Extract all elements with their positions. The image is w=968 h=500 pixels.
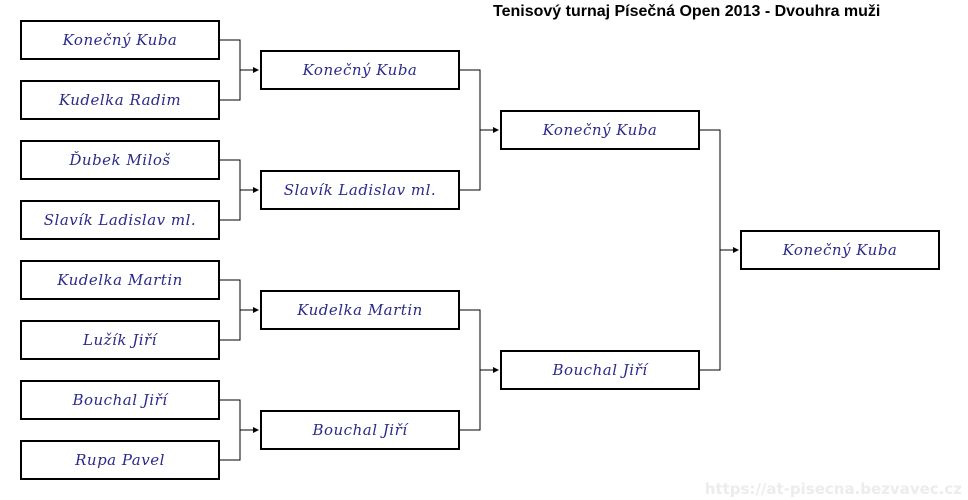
connector-r1-m2 [220,159,258,221]
connector-r1-m3 [220,279,258,341]
player-name: Rupa Pavel [75,451,165,469]
player-name: Kudelka Radim [58,91,182,109]
match-slot-r1-4: Slavík Ladislav ml. [20,200,220,240]
match-slot-r1-6: Lužík Jiří [20,320,220,360]
connector-sf [700,129,738,371]
match-slot-qf-1: Konečný Kuba [260,50,460,90]
connector-qf-m2 [460,309,498,431]
player-name: Bouchal Jiří [552,361,648,379]
bracket-title: Tenisový turnaj Písečná Open 2013 - Dvou… [493,3,881,20]
player-name: Bouchal Jiří [312,421,408,439]
player-name: Ďubek Miloš [69,151,171,169]
match-slot-sf-2: Bouchal Jiří [500,350,700,390]
player-name: Slavík Ladislav ml. [283,181,437,199]
match-slot-qf-3: Kudelka Martin [260,290,460,330]
match-slot-r1-3: Ďubek Miloš [20,140,220,180]
connector-r1-m1 [220,39,258,101]
player-name: Slavík Ladislav ml. [43,211,197,229]
player-name: Konečný Kuba [302,61,418,79]
connector-r1-m4 [220,399,258,461]
match-slot-qf-2: Slavík Ladislav ml. [260,170,460,210]
connector-qf-m1 [460,69,498,191]
match-slot-r1-1: Konečný Kuba [20,20,220,60]
player-name: Lužík Jiří [83,331,157,349]
match-slot-r1-8: Rupa Pavel [20,440,220,480]
player-name: Konečný Kuba [542,121,658,139]
match-slot-r1-7: Bouchal Jiří [20,380,220,420]
player-name: Konečný Kuba [782,241,898,259]
match-slot-final: Konečný Kuba [740,230,940,270]
match-slot-r1-2: Kudelka Radim [20,80,220,120]
match-slot-qf-4: Bouchal Jiří [260,410,460,450]
match-slot-sf-1: Konečný Kuba [500,110,700,150]
player-name: Konečný Kuba [62,31,178,49]
player-name: Bouchal Jiří [72,391,168,409]
player-name: Kudelka Martin [297,301,423,319]
player-name: Kudelka Martin [57,271,183,289]
site-watermark: https://at-pisecna.bezvavec.cz [704,480,962,498]
match-slot-r1-5: Kudelka Martin [20,260,220,300]
